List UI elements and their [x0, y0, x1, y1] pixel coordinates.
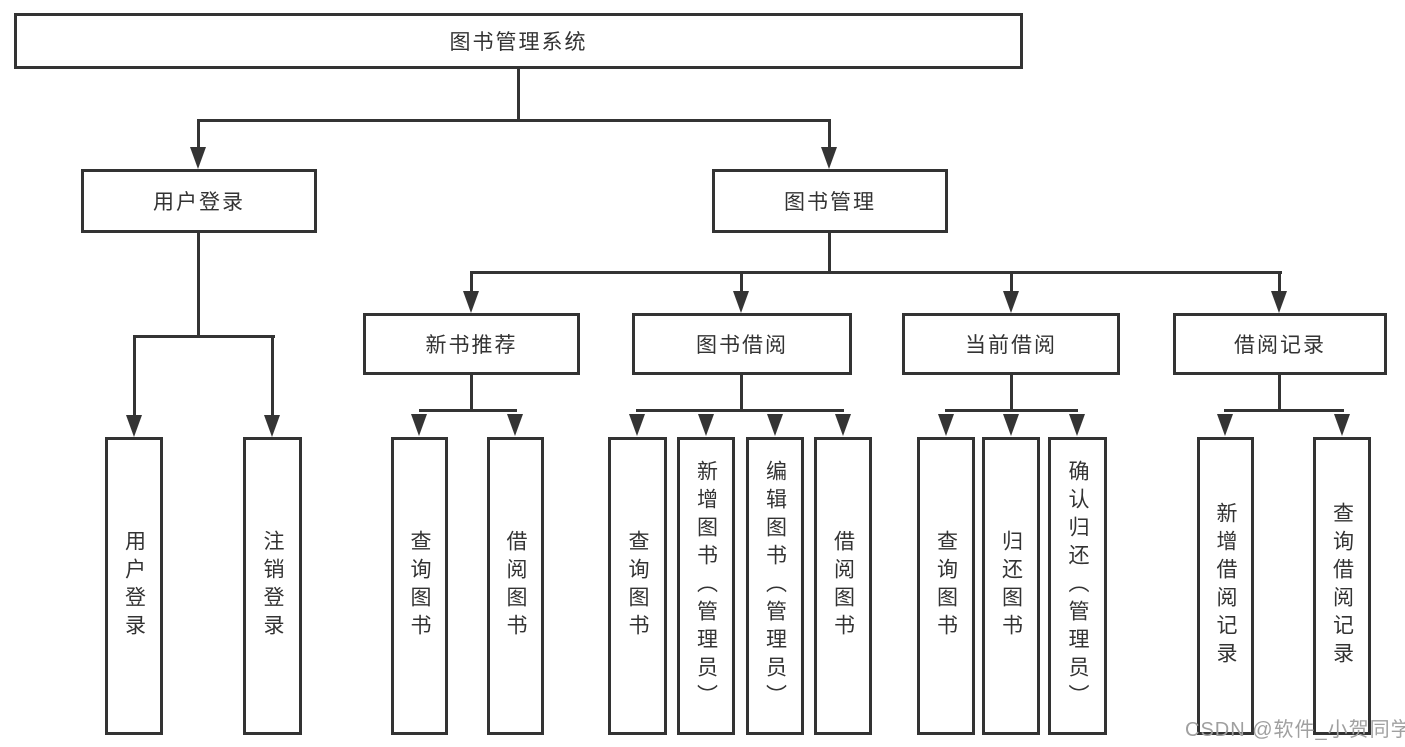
leaf-user-login-label: 用户登录	[122, 530, 146, 642]
leaf-query-borrow-record: 查询借阅记录	[1313, 437, 1371, 735]
leaf-logout-label: 注销登录	[261, 530, 285, 642]
connector-line	[636, 409, 844, 412]
connector-line	[517, 69, 520, 121]
arrowhead-down	[938, 414, 954, 436]
connector-line	[1010, 271, 1013, 293]
leaf-confirm-return-admin: 确认归还（管理员）	[1048, 437, 1107, 735]
node-borrow-records: 借阅记录	[1173, 313, 1387, 375]
node-book-borrow-label: 图书借阅	[696, 334, 788, 357]
leaf-query-books-current-label: 查询图书	[934, 530, 958, 642]
leaf-confirm-return-admin-label: 确认归还（管理员）	[1066, 460, 1090, 712]
node-user-login: 用户登录	[81, 169, 317, 233]
connector-line	[828, 233, 831, 273]
arrowhead-down	[767, 414, 783, 436]
leaf-query-books-new-label: 查询图书	[408, 530, 432, 642]
node-root-label: 图书管理系统	[449, 31, 588, 54]
node-borrow-records-label: 借阅记录	[1234, 334, 1326, 357]
arrowhead-down	[126, 415, 142, 437]
connector-line	[271, 335, 274, 417]
arrowhead-down	[1069, 414, 1085, 436]
connector-line	[740, 271, 743, 293]
arrowhead-down	[190, 147, 206, 169]
leaf-edit-book-admin-label: 编辑图书（管理员）	[763, 460, 787, 712]
connector-line	[1278, 375, 1281, 412]
connector-line	[1224, 409, 1344, 412]
leaf-add-borrow-record: 新增借阅记录	[1197, 437, 1254, 735]
arrowhead-down	[411, 414, 427, 436]
watermark: CSDN @软件_小贺同学	[1185, 719, 1405, 741]
leaf-borrow-books-new: 借阅图书	[487, 437, 544, 735]
connector-line	[470, 375, 473, 412]
leaf-edit-book-admin: 编辑图书（管理员）	[746, 437, 804, 735]
arrowhead-down	[821, 147, 837, 169]
connector-line	[133, 335, 275, 338]
leaf-query-borrow-record-label: 查询借阅记录	[1330, 502, 1354, 670]
node-user-login-label: 用户登录	[153, 191, 245, 214]
leaf-query-books-new: 查询图书	[391, 437, 448, 735]
leaf-add-book-admin: 新增图书（管理员）	[677, 437, 735, 735]
connector-line	[945, 409, 1078, 412]
arrowhead-down	[1334, 414, 1350, 436]
arrowhead-down	[463, 291, 479, 313]
node-book-mgmt: 图书管理	[712, 169, 948, 233]
arrowhead-down	[1271, 291, 1287, 313]
connector-line	[197, 233, 200, 337]
connector-line	[198, 119, 831, 122]
connector-line	[470, 271, 1282, 274]
arrowhead-down	[733, 291, 749, 313]
arrowhead-down	[264, 415, 280, 437]
node-current-borrow-label: 当前借阅	[965, 334, 1057, 357]
arrowhead-down	[835, 414, 851, 436]
leaf-return-book: 归还图书	[982, 437, 1040, 735]
connector-line	[470, 271, 473, 293]
leaf-borrow-books: 借阅图书	[814, 437, 872, 735]
leaf-borrow-books-label: 借阅图书	[831, 530, 855, 642]
node-new-books: 新书推荐	[363, 313, 580, 375]
connector-line	[1278, 271, 1281, 293]
connector-line	[419, 409, 517, 412]
leaf-query-books-borrow: 查询图书	[608, 437, 667, 735]
node-root: 图书管理系统	[14, 13, 1023, 69]
leaf-user-login: 用户登录	[105, 437, 163, 735]
node-current-borrow: 当前借阅	[902, 313, 1120, 375]
connector-line	[133, 335, 136, 417]
node-new-books-label: 新书推荐	[425, 334, 518, 357]
connector-line	[828, 119, 831, 149]
leaf-return-book-label: 归还图书	[999, 530, 1023, 642]
arrowhead-down	[1003, 414, 1019, 436]
leaf-borrow-books-new-label: 借阅图书	[504, 530, 528, 642]
leaf-add-borrow-record-label: 新增借阅记录	[1214, 502, 1238, 670]
arrowhead-down	[507, 414, 523, 436]
arrowhead-down	[698, 414, 714, 436]
arrowhead-down	[1003, 291, 1019, 313]
leaf-query-books-current: 查询图书	[917, 437, 975, 735]
leaf-logout: 注销登录	[243, 437, 302, 735]
arrowhead-down	[1217, 414, 1233, 436]
connector-line	[197, 119, 200, 149]
node-book-mgmt-label: 图书管理	[784, 191, 876, 214]
leaf-query-books-borrow-label: 查询图书	[626, 530, 650, 642]
node-book-borrow: 图书借阅	[632, 313, 852, 375]
arrowhead-down	[629, 414, 645, 436]
leaf-add-book-admin-label: 新增图书（管理员）	[694, 460, 718, 712]
connector-line	[1010, 375, 1013, 412]
connector-line	[740, 375, 743, 412]
